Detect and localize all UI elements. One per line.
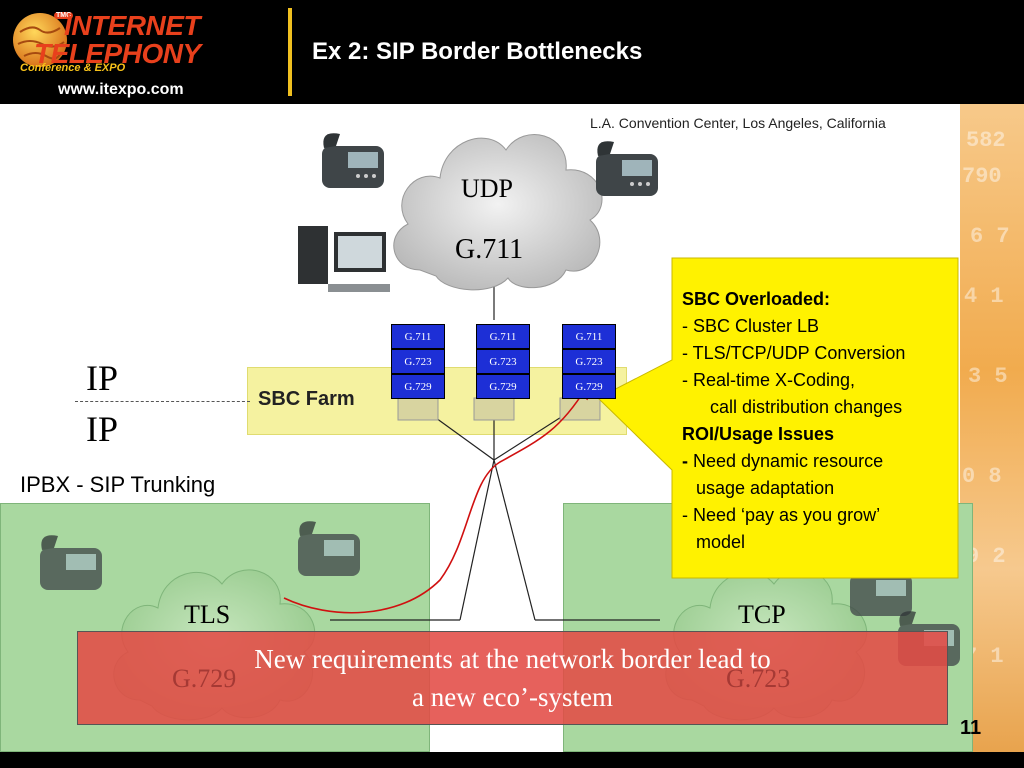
ip-phone-icon [298,521,360,576]
logo-line-3: Conference & EXPO [20,62,126,74]
callout-item-continued: call distribution changes [710,397,903,417]
codec-cell: G.729 [391,374,445,399]
banner-line-2: a new eco’-system [412,682,613,712]
udp-cloud [393,134,603,291]
tls-codec-label: G.729 [172,664,237,693]
callout-item: - Need ‘pay as you grow’ [682,505,881,525]
codec-cell: G.723 [476,349,530,374]
tls-protocol-label: TLS [184,600,231,629]
location-caption: L.A. Convention Center, Los Angeles, Cal… [590,115,886,131]
codec-cell: G.729 [476,374,530,399]
media-flow-arrow [283,382,590,614]
header-divider [288,8,292,96]
logo-line-1: INTERNET [64,10,201,41]
ip-phone-icon [40,535,102,590]
ip-boundary-line [75,401,250,402]
ip-label-bottom: IP [86,409,119,449]
ipbx-sip-trunking-label: IPBX - SIP Trunking [20,472,216,497]
slide-title: Ex 2: SIP Border Bottlenecks [312,38,643,65]
conclusion-banner: New requirements at the network border l… [77,631,948,725]
sbc-devices [397,397,601,421]
callout-box [597,257,959,579]
sbc-codec-stack-2: G.711 G.723 G.729 [476,324,530,399]
logo-line-2: TELEPHONY [34,38,201,69]
desktop-computer-icon [298,226,390,292]
codec-cell: G.711 [391,324,445,349]
codec-cell: G.723 [562,349,616,374]
ip-label-top: IP [86,358,119,398]
callout-item: - SBC Cluster LB [682,316,820,336]
itexpo-logo: TMC INTERNET TELEPHONY Conference & EXPO… [6,4,286,100]
ip-phone-icon [322,133,384,188]
callout-dash: - [682,451,688,471]
connection-lines [330,285,660,621]
globe-icon [13,13,67,67]
page-number: 11 [960,717,982,739]
callout-item-continued: model [696,532,746,552]
ip-phone-icon [850,561,912,616]
tcp-protocol-label: TCP [738,600,786,629]
callout-item: - Real-time X-Coding, [682,370,856,390]
ip-phone-icon [596,141,658,196]
logo-url[interactable]: www.itexpo.com [58,81,184,98]
callout-item: - Need dynamic resource [682,448,905,475]
udp-protocol-label: UDP [461,174,514,203]
callout-heading-overloaded: SBC Overloaded: [682,289,831,309]
codec-cell: G.711 [562,324,616,349]
callout-item: - TLS/TCP/UDP Conversion [682,343,906,363]
slide-header: TMC INTERNET TELEPHONY Conference & EXPO… [0,0,1024,104]
sbc-codec-stack-3: G.711 G.723 G.729 [562,324,616,399]
tmc-badge: TMC [54,12,74,19]
udp-codec-label: G.711 [455,234,524,265]
footer-bar [0,752,1024,768]
tcp-codec-label: G.723 [726,664,791,693]
codec-cell: G.723 [391,349,445,374]
codec-cell: G.729 [562,374,616,399]
callout-heading-roi: ROI/Usage Issues [682,424,835,444]
sbc-codec-stack-1: G.711 G.723 G.729 [391,324,445,399]
sbc-farm-label: SBC Farm [258,388,355,410]
codec-cell: G.711 [476,324,530,349]
callout-item-text: Need dynamic resource [688,451,884,471]
callout-item-continued: usage adaptation [696,478,835,498]
banner-line-1: New requirements at the network border l… [254,644,771,674]
callout-text: SBC Overloaded: - SBC Cluster LB - TLS/T… [682,286,905,556]
